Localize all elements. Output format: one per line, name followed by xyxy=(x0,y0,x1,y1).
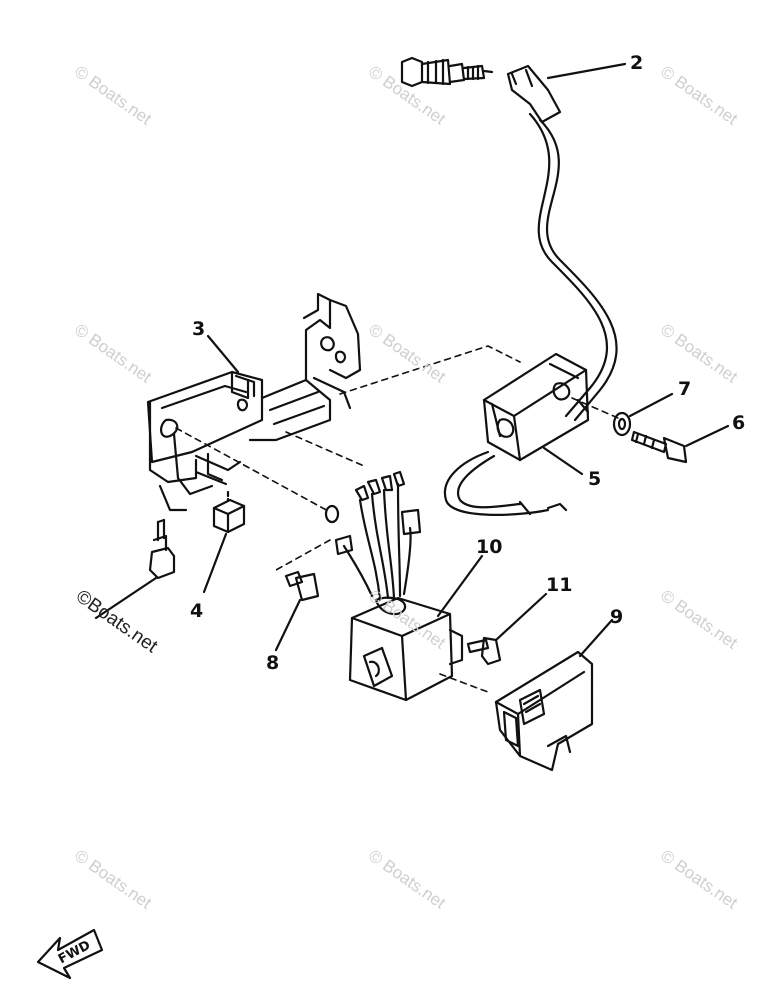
leader-lower-left xyxy=(94,576,158,620)
callout-6: 6 xyxy=(732,412,746,434)
callout-4: 4 xyxy=(190,600,204,622)
leader-9 xyxy=(578,618,614,658)
callout-5: 5 xyxy=(588,468,602,490)
callout-3: 3 xyxy=(192,318,206,340)
coil-bracket xyxy=(146,292,362,512)
fwd-arrow-icon xyxy=(36,928,104,980)
leader-2 xyxy=(546,62,627,80)
leader-4 xyxy=(202,532,228,594)
bolt-11 xyxy=(466,636,502,666)
washer xyxy=(612,411,632,437)
leader-7 xyxy=(628,392,674,418)
plug-cap xyxy=(506,64,618,422)
washer-small xyxy=(324,504,340,524)
leader-3 xyxy=(206,334,240,374)
callout-7: 7 xyxy=(678,378,692,400)
spark-plug xyxy=(400,56,494,88)
callout-10: 10 xyxy=(476,536,503,558)
leader-11 xyxy=(494,592,548,642)
leader-5 xyxy=(542,446,584,476)
ignition-coil xyxy=(443,352,590,516)
callout-2: 2 xyxy=(630,52,644,74)
callout-9: 9 xyxy=(610,606,624,628)
bolt-lower-left xyxy=(148,518,176,580)
cdi-unit xyxy=(348,596,464,702)
leader-10 xyxy=(436,554,484,618)
leader-8 xyxy=(274,598,302,652)
callout-8: 8 xyxy=(266,652,280,674)
alignment-lines xyxy=(175,345,619,693)
cdi-cover xyxy=(494,650,594,772)
clip xyxy=(212,498,246,534)
wire-harness xyxy=(334,470,422,602)
callout-11: 11 xyxy=(546,574,573,596)
bolt-8 xyxy=(284,570,320,602)
leader-6 xyxy=(684,424,730,448)
bolt-6 xyxy=(630,430,688,464)
